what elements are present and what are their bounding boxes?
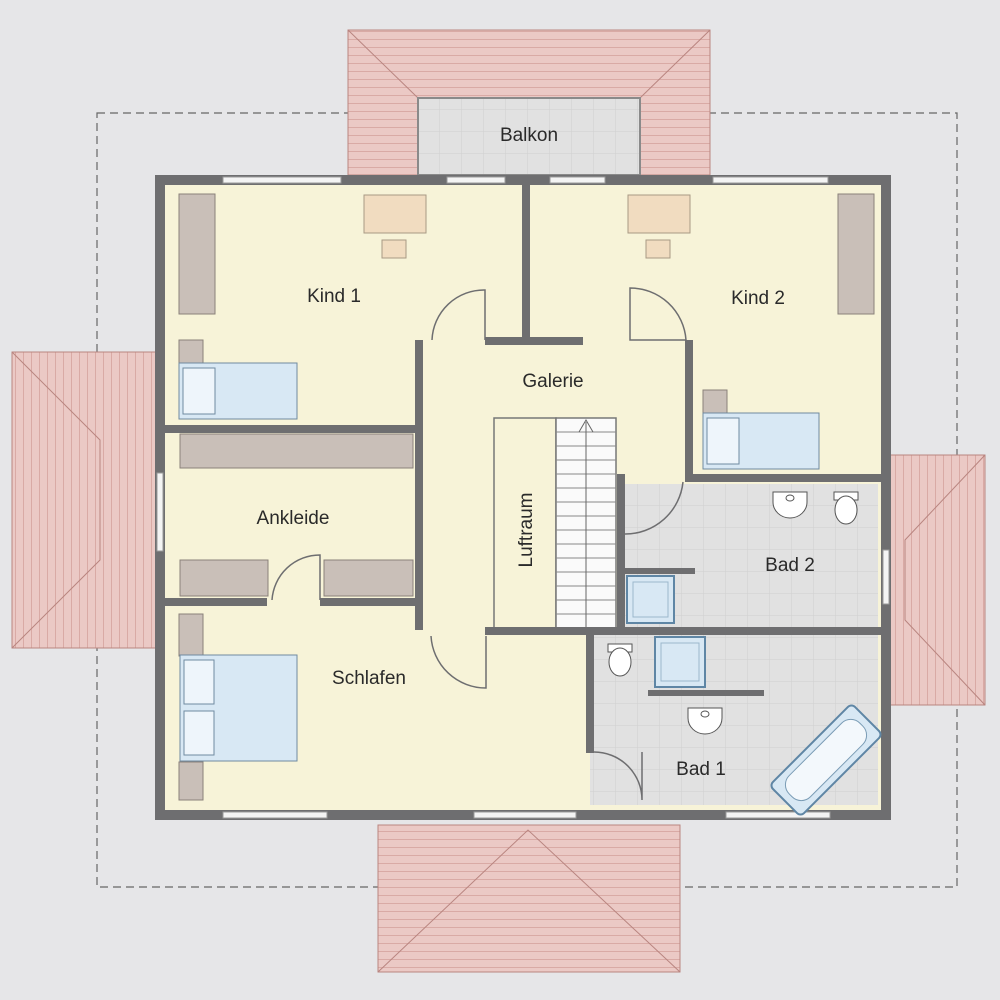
room-label-ankleide: Ankleide — [257, 508, 330, 529]
room-label-kind1: Kind 1 — [307, 286, 361, 307]
wall-galerie-top — [485, 337, 583, 345]
door-kind2 — [629, 287, 687, 341]
room-label-luftraum: Luftraum — [516, 493, 537, 568]
window-bad1 — [725, 811, 831, 819]
door-ankleide — [271, 554, 321, 601]
room-label-balkon: Balkon — [500, 125, 558, 146]
bad1-fixtures — [607, 636, 882, 816]
wall-kind-divider — [522, 185, 530, 340]
schlafen-furniture — [178, 613, 298, 801]
wall-kind2-bottom — [685, 474, 881, 482]
window-balkon-a — [446, 176, 506, 184]
wall-galerie-left — [415, 340, 423, 630]
wall-kind1-bottom — [165, 425, 423, 433]
wall-galerie-right — [685, 340, 693, 480]
staircase — [493, 417, 617, 631]
door-kind1 — [431, 289, 486, 341]
window-schlafen-a — [222, 811, 328, 819]
window-ankleide — [156, 472, 164, 552]
windows — [156, 176, 890, 819]
wall-east — [881, 175, 891, 820]
doors — [271, 287, 687, 801]
balcony — [417, 97, 641, 176]
wall-ankleide-bottom-b — [320, 598, 423, 606]
dormer-roof-right — [884, 454, 986, 706]
door-bad1 — [593, 751, 643, 801]
bad2-fixtures — [626, 491, 859, 624]
window-balkon-b — [549, 176, 606, 184]
wall-shower-bad1 — [648, 690, 764, 696]
wall-bad2-bottom — [485, 627, 881, 635]
room-label-bad1: Bad 1 — [676, 759, 726, 780]
dormer-roof-left — [11, 351, 159, 649]
room-label-galerie: Galerie — [522, 371, 583, 392]
room-label-bad2: Bad 2 — [765, 555, 815, 576]
window-schlafen-b — [473, 811, 577, 819]
dormer-roof-bottom — [377, 824, 681, 973]
wall-ankleide-bottom-a — [165, 598, 267, 606]
kind2-furniture — [627, 193, 875, 470]
wall-bad2-left — [617, 474, 625, 630]
room-label-schlafen: Schlafen — [332, 668, 406, 689]
window-kind2 — [712, 176, 829, 184]
window-kind1 — [222, 176, 342, 184]
wall-bad1-left — [586, 633, 594, 753]
wall-shower-bad2 — [617, 568, 695, 574]
wall-north — [155, 175, 891, 185]
window-bad2 — [882, 549, 890, 605]
ankleide-furniture — [179, 433, 414, 597]
door-bad2 — [624, 481, 684, 535]
door-schlafen — [430, 635, 487, 689]
kind1-furniture — [178, 193, 427, 420]
room-label-kind2: Kind 2 — [731, 288, 785, 309]
